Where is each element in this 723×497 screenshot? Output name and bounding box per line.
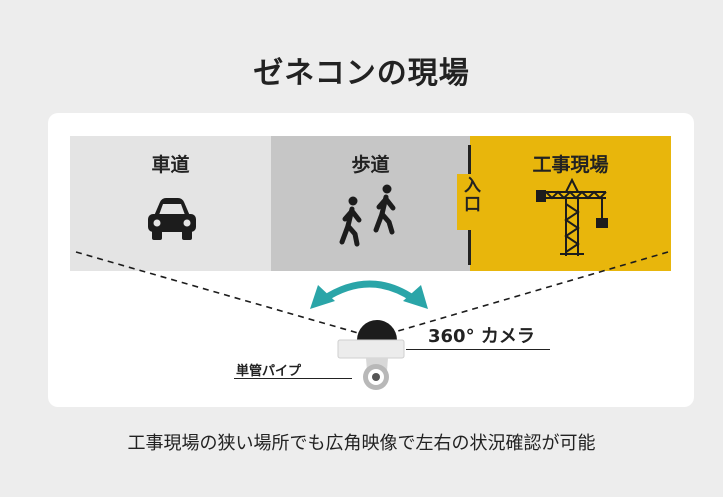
view-field-right-line	[397, 251, 669, 332]
scene-card: 車道 歩道	[48, 113, 694, 407]
zone-road-label: 車道	[151, 154, 190, 176]
car-icon	[148, 198, 196, 240]
zone-site-label: 工事現場	[532, 154, 609, 176]
entrance-label: 入口	[457, 174, 483, 230]
camera-label-leader	[406, 349, 550, 350]
crane-icon	[536, 178, 608, 256]
zone-walkway-label: 歩道	[351, 154, 390, 176]
camera-label: 360° カメラ	[428, 326, 535, 347]
zone-site: 工事現場	[470, 136, 671, 271]
rotation-arrow-icon	[310, 280, 428, 309]
pipe-clamp-icon	[363, 358, 389, 390]
camera-scene	[75, 251, 669, 390]
dome-camera-icon	[337, 320, 405, 359]
pipe-label: 単管パイプ	[236, 364, 302, 379]
zone-road: 車道	[70, 136, 271, 271]
caption: 工事現場の狭い場所でも広角映像で左右の状況確認が可能	[127, 433, 596, 454]
pipe-label-leader	[234, 378, 352, 379]
diagram-title: ゼネコンの現場	[253, 56, 470, 91]
zone-walkway: 歩道	[271, 136, 470, 271]
pedestrians-icon	[339, 184, 396, 247]
view-field-left-line	[75, 251, 359, 334]
